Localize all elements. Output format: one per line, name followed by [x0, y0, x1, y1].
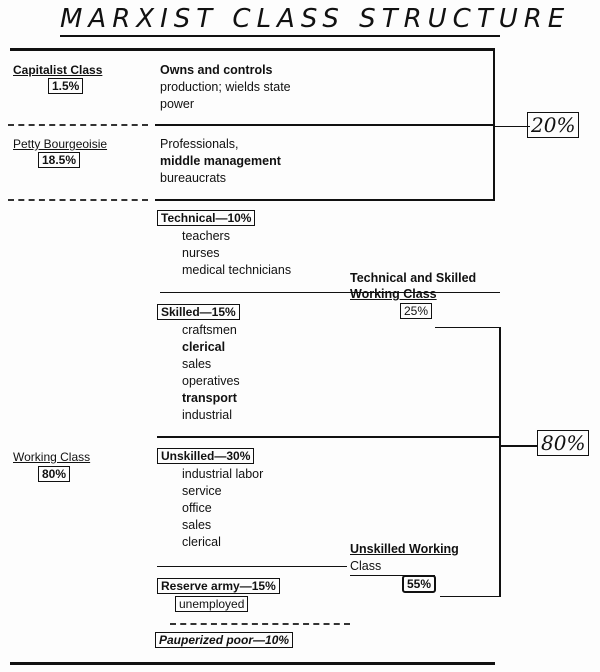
capitalist-desc: production; wields state [160, 80, 291, 94]
title-underline [60, 35, 500, 37]
connector [435, 327, 500, 328]
divider [8, 124, 148, 126]
reserve-army-label: Reserve army—15% [157, 578, 280, 594]
unskilled-item: industrial labor [182, 467, 264, 481]
top-rule [10, 48, 495, 51]
skilled-item: operatives [182, 374, 240, 388]
divider [350, 575, 435, 576]
unskilled-label: Unskilled—30% [157, 448, 255, 464]
unskilled-item: office [182, 501, 212, 515]
petty-bourgeoisie-pct: 18.5% [38, 152, 81, 168]
petty-bourgeoisie-label: Petty Bourgeoisie [13, 137, 108, 151]
petty-desc: Professionals, [160, 137, 239, 151]
diagram-title: MARXIST CLASS STRUCTURE [60, 4, 571, 34]
connector [495, 126, 530, 127]
tech-skilled-class-label: Technical and Skilled [350, 271, 477, 285]
working-class-label: Working Class [13, 450, 91, 464]
divider [155, 124, 495, 126]
skilled-item: industrial [182, 408, 233, 422]
skilled-item: clerical [182, 340, 226, 354]
unskilled-class-label: Class [350, 559, 382, 573]
technical-item: medical technicians [182, 263, 292, 277]
capitalist-pct: 1.5% [48, 78, 84, 94]
unskilled-item: sales [182, 518, 212, 532]
technical-item: nurses [182, 246, 220, 260]
connector [500, 445, 538, 447]
reserve-army-sub: unemployed [175, 596, 249, 612]
unskilled-item: service [182, 484, 222, 498]
petty-desc: middle management [160, 154, 281, 168]
unskilled-class-pct: 55% [402, 575, 437, 593]
unskilled-item: clerical [182, 535, 221, 549]
divider [155, 199, 495, 201]
skilled-item: transport [182, 391, 237, 405]
tech-skilled-class-label: Working Class [350, 287, 437, 301]
unskilled-class-label: Unskilled Working [350, 542, 459, 556]
tech-skilled-class-pct: 25% [400, 303, 433, 319]
upper-total-pct: 20% [527, 112, 580, 138]
bottom-rule [10, 662, 495, 665]
skilled-label: Skilled—15% [157, 304, 240, 320]
working-total-pct: 80% [537, 430, 590, 456]
technical-item: teachers [182, 229, 230, 243]
capitalist-desc: power [160, 97, 195, 111]
skilled-item: sales [182, 357, 212, 371]
divider [160, 292, 500, 293]
divider [8, 199, 148, 201]
pauperized-poor-label: Pauperized poor—10% [155, 632, 294, 648]
divider [170, 623, 350, 625]
capitalist-desc: Owns and controls [160, 63, 273, 77]
divider [157, 436, 500, 438]
connector [440, 596, 501, 597]
petty-desc: bureaucrats [160, 171, 227, 185]
capitalist-label: Capitalist Class [13, 63, 103, 77]
technical-label: Technical—10% [157, 210, 256, 226]
skilled-item: craftsmen [182, 323, 237, 337]
divider [157, 566, 347, 567]
working-bracket [499, 327, 501, 597]
working-class-pct: 80% [38, 466, 71, 482]
